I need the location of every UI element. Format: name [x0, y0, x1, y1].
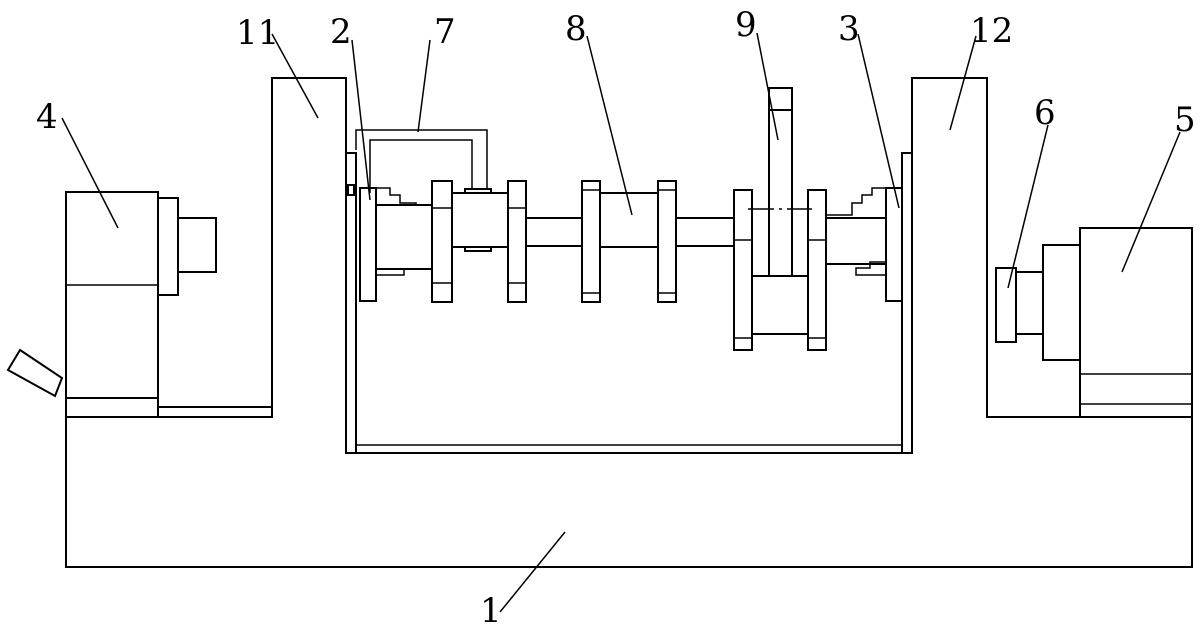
probe: [748, 87, 812, 277]
crankshaft: [375, 180, 887, 351]
right-chuck: [826, 187, 903, 302]
label-bracket: 7: [434, 12, 456, 52]
label-base: 1: [480, 591, 502, 628]
label-left-motor: 4: [36, 97, 58, 137]
left-motor: [6, 191, 273, 418]
label-right-column: 12: [970, 11, 1013, 51]
label-right-motor: 5: [1174, 100, 1196, 140]
label-crankshaft: 8: [565, 9, 587, 49]
label-left-column: 11: [236, 13, 279, 53]
coupling: [995, 267, 1017, 343]
right-inner-plate: [901, 152, 913, 454]
right-motor: [1015, 227, 1193, 418]
left-inner-plate: [345, 152, 357, 454]
leader-lines: [61, 32, 1181, 613]
label-right-chuck: 3: [838, 9, 860, 49]
label-probe: 9: [735, 5, 757, 45]
label-left-chuck: 2: [330, 12, 352, 52]
base: [65, 77, 1193, 568]
label-coupling: 6: [1034, 93, 1056, 133]
